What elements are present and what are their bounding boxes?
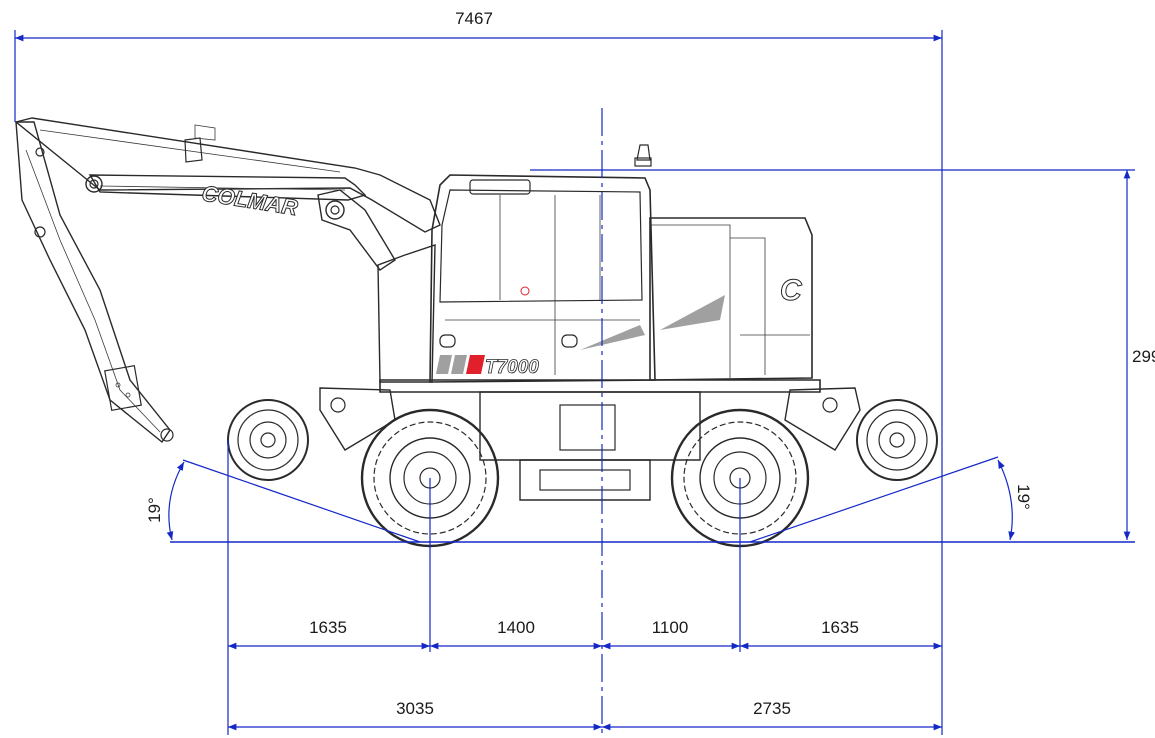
center-to-rear-axle-label: 1100: [652, 618, 689, 637]
overall-length-label: 7467: [455, 9, 493, 28]
rear-total-label: 2735: [753, 699, 791, 718]
cab: T7000: [429, 144, 656, 383]
front-overhang-label: 1635: [309, 618, 347, 637]
excavator-outline: COLMAR: [14, 117, 938, 548]
arm: [15, 121, 174, 444]
boom: COLMAR: [14, 117, 441, 271]
front-axle-to-center-label: 1400: [497, 618, 535, 637]
boom-logo: COLMAR: [200, 180, 299, 220]
small-wheel-front: [227, 399, 309, 481]
angle-left-label: 19°: [145, 497, 164, 523]
rear-logo: C: [780, 274, 803, 307]
overall-height-label: 2991: [1132, 347, 1155, 366]
undercarriage: [319, 387, 861, 501]
engine-housing: C: [649, 217, 813, 381]
dimension-labels: 7467 2991 19° 19° 1635 1400 1100 1635 30…: [145, 9, 1155, 718]
rear-overhang-label: 1635: [821, 618, 859, 637]
angle-right-label: 19°: [1014, 484, 1033, 510]
model-badge: T7000: [485, 357, 539, 378]
small-wheel-rear: [856, 399, 938, 481]
front-total-label: 3035: [396, 699, 434, 718]
dimension-lines: [14, 30, 1135, 735]
front-wheel: [360, 408, 500, 548]
